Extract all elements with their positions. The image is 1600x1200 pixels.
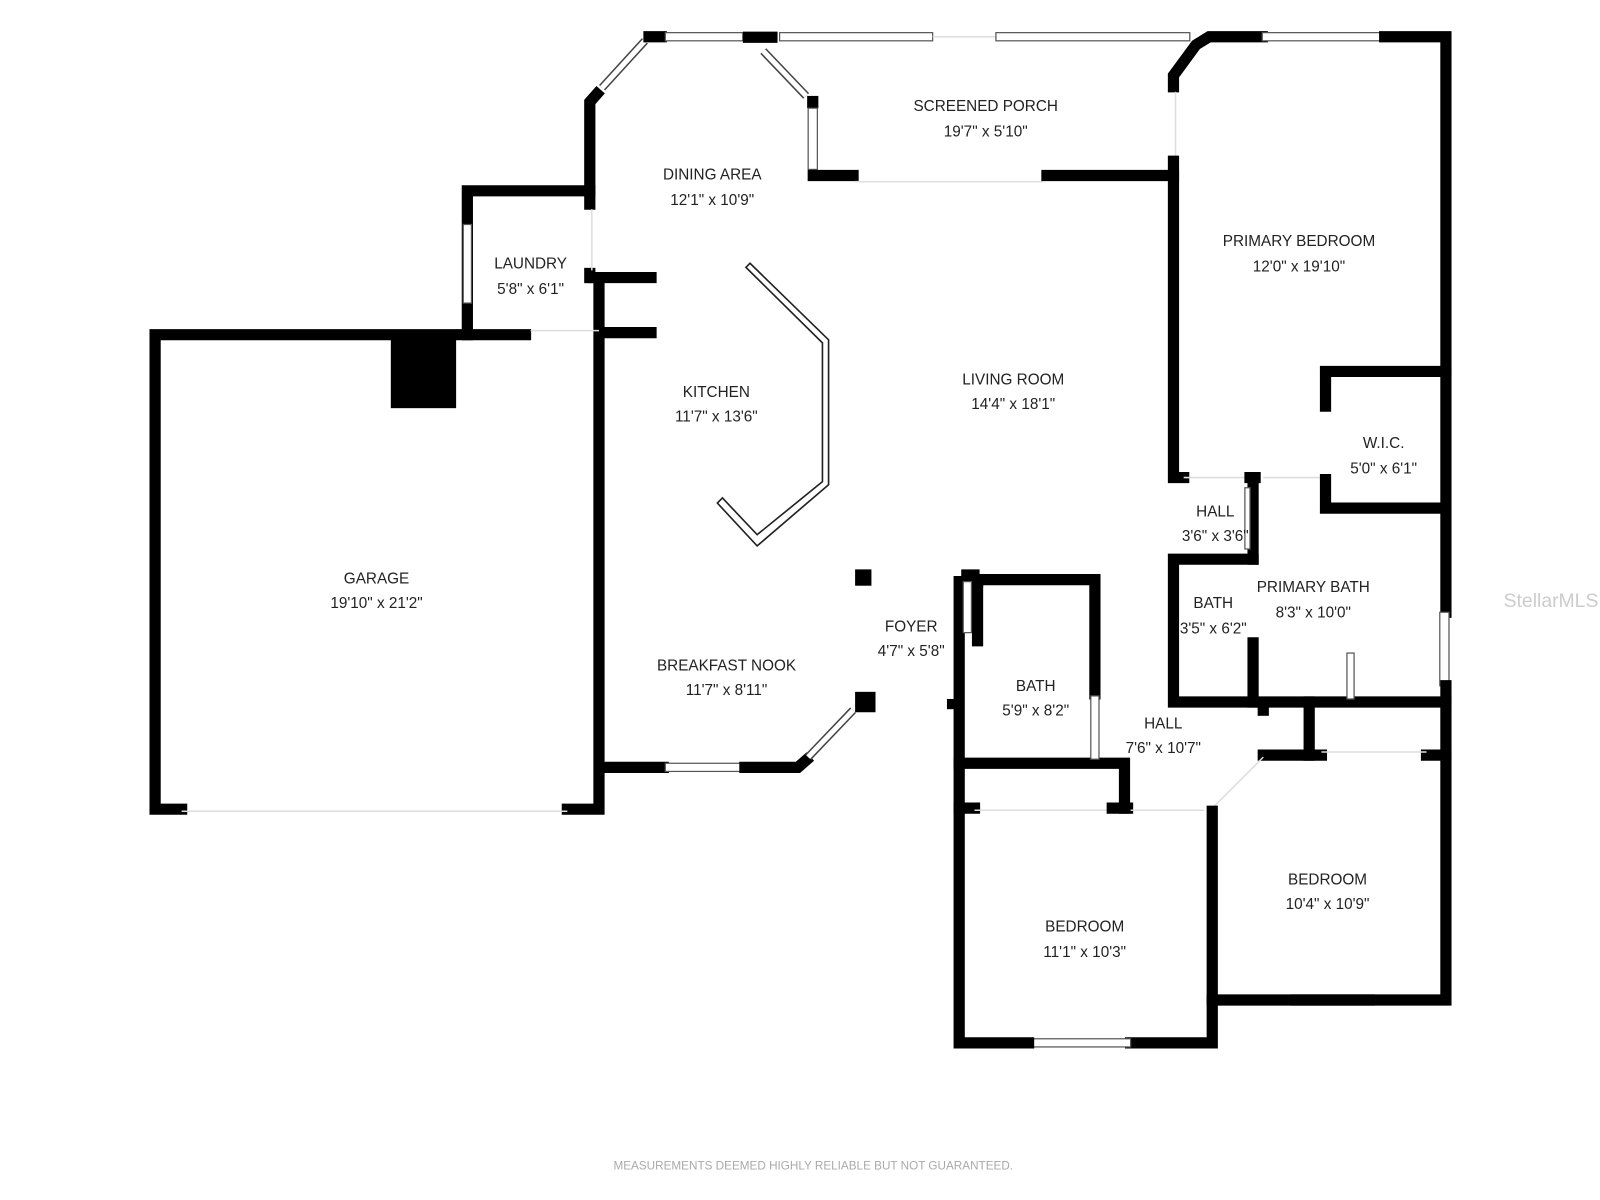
- svg-text:12'0" x 19'10": 12'0" x 19'10": [1253, 258, 1345, 275]
- room-kitchen: KITCHEN 11'7" x 13'6": [675, 384, 758, 425]
- svg-text:19'7" x 5'10": 19'7" x 5'10": [944, 124, 1028, 141]
- room-laundry: LAUNDRY 5'8" x 6'1": [494, 255, 567, 298]
- svg-text:10'4" x 10'9": 10'4" x 10'9": [1286, 896, 1370, 913]
- svg-text:PRIMARY BATH: PRIMARY BATH: [1257, 579, 1370, 596]
- room-garage: GARAGE 19'10" x 21'2": [330, 571, 422, 612]
- room-screened-porch: SCREENED PORCH 19'7" x 5'10": [913, 98, 1058, 141]
- svg-text:HALL: HALL: [1144, 716, 1182, 733]
- svg-text:3'5" x 6'2": 3'5" x 6'2": [1180, 621, 1247, 638]
- svg-text:11'7" x 13'6": 11'7" x 13'6": [675, 408, 758, 425]
- svg-text:19'10" x 21'2": 19'10" x 21'2": [330, 595, 422, 612]
- room-bedroom-left: BEDROOM 11'1" x 10'3": [1043, 919, 1126, 962]
- room-bath-small: BATH 3'5" x 6'2": [1180, 595, 1247, 638]
- kitchen-island: [716, 262, 830, 548]
- svg-text:BEDROOM: BEDROOM: [1045, 919, 1124, 936]
- svg-text:3'6" x 3'6": 3'6" x 3'6": [1182, 528, 1249, 545]
- svg-text:11'1" x 10'3": 11'1" x 10'3": [1043, 944, 1126, 961]
- svg-text:5'9" x 8'2": 5'9" x 8'2": [1002, 702, 1069, 719]
- room-primary-bath: PRIMARY BATH 8'3" x 10'0": [1257, 579, 1370, 622]
- svg-text:SCREENED PORCH: SCREENED PORCH: [913, 98, 1058, 115]
- svg-text:W.I.C.: W.I.C.: [1363, 435, 1405, 452]
- watermark: StellarMLS: [1504, 590, 1599, 612]
- svg-text:BREAKFAST NOOK: BREAKFAST NOOK: [657, 657, 797, 674]
- svg-text:5'8" x 6'1": 5'8" x 6'1": [497, 281, 564, 298]
- svg-text:5'0" x 6'1": 5'0" x 6'1": [1350, 460, 1417, 477]
- chimney-block: [390, 334, 457, 409]
- svg-text:DINING AREA: DINING AREA: [663, 167, 762, 184]
- room-foyer: FOYER 4'7" x 5'8": [878, 619, 945, 660]
- svg-text:14'4" x 18'1": 14'4" x 18'1": [971, 396, 1055, 413]
- svg-text:11'7" x 8'11": 11'7" x 8'11": [686, 682, 768, 699]
- svg-text:8'3" x 10'0": 8'3" x 10'0": [1276, 604, 1351, 621]
- svg-text:PRIMARY BEDROOM: PRIMARY BEDROOM: [1223, 233, 1375, 250]
- svg-text:BEDROOM: BEDROOM: [1288, 872, 1367, 889]
- room-breakfast-nook: BREAKFAST NOOK 11'7" x 8'11": [657, 657, 797, 698]
- room-bath: BATH 5'9" x 8'2": [1002, 678, 1069, 719]
- walls: [149, 31, 1452, 1049]
- svg-text:KITCHEN: KITCHEN: [683, 384, 750, 401]
- svg-text:7'6" x 10'7": 7'6" x 10'7": [1126, 740, 1201, 757]
- svg-text:LIVING ROOM: LIVING ROOM: [962, 372, 1064, 389]
- room-living-room: LIVING ROOM 14'4" x 18'1": [962, 372, 1064, 413]
- svg-text:GARAGE: GARAGE: [344, 571, 409, 588]
- svg-text:HALL: HALL: [1196, 503, 1234, 520]
- svg-text:BATH: BATH: [1016, 678, 1056, 695]
- svg-text:BATH: BATH: [1193, 595, 1233, 612]
- svg-text:LAUNDRY: LAUNDRY: [494, 255, 567, 272]
- svg-text:4'7" x 5'8": 4'7" x 5'8": [878, 643, 945, 660]
- svg-text:FOYER: FOYER: [885, 619, 938, 636]
- room-labels: SCREENED PORCH 19'7" x 5'10" DINING AREA 1…: [330, 98, 1417, 961]
- room-wic: W.I.C. 5'0" x 6'1": [1350, 435, 1417, 478]
- room-hall-small: HALL 3'6" x 3'6": [1182, 503, 1249, 544]
- room-primary-bedroom: PRIMARY BEDROOM 12'0" x 19'10": [1223, 233, 1375, 276]
- room-bedroom-right: BEDROOM 10'4" x 10'9": [1286, 872, 1370, 913]
- disclaimer: MEASUREMENTS DEEMED HIGHLY RELIABLE BUT …: [613, 1159, 1013, 1172]
- room-hall: HALL 7'6" x 10'7": [1126, 716, 1201, 757]
- room-dining-area: DINING AREA 12'1" x 10'9": [663, 167, 762, 210]
- svg-text:12'1" x 10'9": 12'1" x 10'9": [670, 192, 754, 209]
